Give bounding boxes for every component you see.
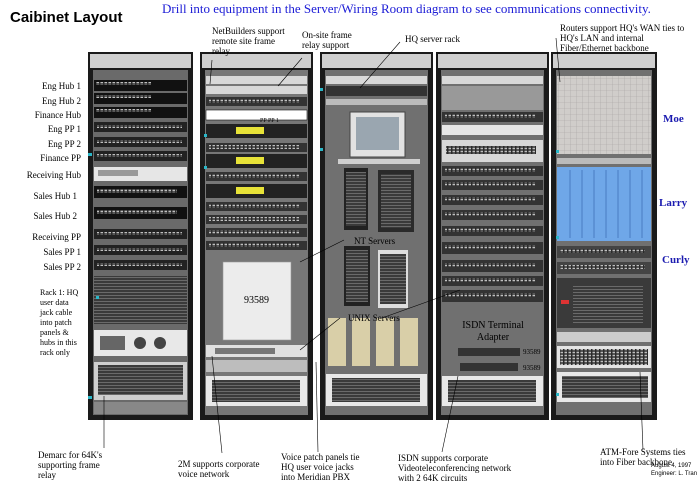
callout-isdn-supports: ISDN supports corporate Videoteleconfere… — [398, 453, 512, 483]
callout-demarc: Demarc for 64K's supporting frame relay — [38, 450, 103, 480]
rack1-note: Rack 1: HQ user data jack cable into pat… — [40, 288, 79, 357]
callout-netbuilders: NetBuilders support remote site frame re… — [212, 26, 285, 56]
rack1-label-finance-hub[interactable]: Finance Hub — [34, 110, 81, 120]
rack1-label-eng-hub-2[interactable]: Eng Hub 2 — [42, 96, 81, 106]
callout-voice-patch: Voice patch panels tie HQ user voice jac… — [281, 452, 360, 482]
rack1-label-eng-hub-1[interactable]: Eng Hub 1 — [42, 81, 81, 91]
device-93589: 93589 — [244, 295, 269, 306]
page-subtitle: Drill into equipment in the Server/Wirin… — [162, 1, 651, 16]
callout-atm: ATM-Fore Systems ties into Fiber backbon… — [600, 447, 686, 467]
callout-unix-servers: UNIX Servers — [348, 313, 400, 323]
callout-2m-voice: 2M supports corporate voice network — [178, 459, 260, 479]
callout-onsite-frame-relay: On-site frame relay support — [302, 30, 352, 50]
footer-date: August 4, 1997 — [651, 463, 692, 469]
rack5-equipment — [557, 76, 651, 402]
device-isdn-a: 93589 — [523, 348, 541, 356]
rack1-equipment — [94, 80, 187, 414]
rack5-label-curly[interactable]: Curly — [662, 254, 690, 266]
rack1-label-receiving-pp[interactable]: Receiving PP — [32, 232, 81, 242]
callout-hq-server-rack: HQ server rack — [405, 34, 460, 44]
footer-engineer: Engineer: L. Tran — [651, 471, 698, 477]
rack1-label-receiving-hub[interactable]: Receiving Hub — [26, 170, 81, 180]
rack2-equipment — [205, 76, 308, 406]
teal-markers — [88, 88, 559, 399]
rack1-label-eng-pp-2[interactable]: Eng PP 2 — [47, 139, 81, 149]
rack1-label-sales-hub-1[interactable]: Sales Hub 1 — [33, 191, 78, 201]
callout-nt-servers: NT Servers — [354, 236, 396, 246]
rack1-label-sales-pp-2[interactable]: Sales PP 2 — [43, 262, 81, 272]
device-pp-pp1: PP PP 1 — [260, 118, 279, 124]
rack1-label-eng-pp-1[interactable]: Eng PP 1 — [47, 124, 81, 134]
callout-lines — [103, 37, 644, 454]
rack3-equipment — [326, 76, 427, 406]
rack5-label-larry[interactable]: Larry — [659, 197, 688, 209]
page-title: Caibinet Layout — [10, 9, 123, 26]
callout-routers: Routers support HQ's WAN ties to HQ's LA… — [560, 23, 685, 53]
rack1-label-sales-pp-1[interactable]: Sales PP 1 — [43, 247, 81, 257]
rack5-label-moe[interactable]: Moe — [663, 113, 684, 125]
device-isdn-b: 93589 — [523, 364, 541, 372]
rack1-label-finance-pp[interactable]: Finance PP — [40, 153, 81, 163]
rack1-label-sales-hub-2[interactable]: Sales Hub 2 — [33, 211, 78, 221]
callout-isdn-terminal-adapter: ISDN Terminal Adapter — [462, 320, 524, 343]
rack4-equipment — [442, 76, 543, 406]
